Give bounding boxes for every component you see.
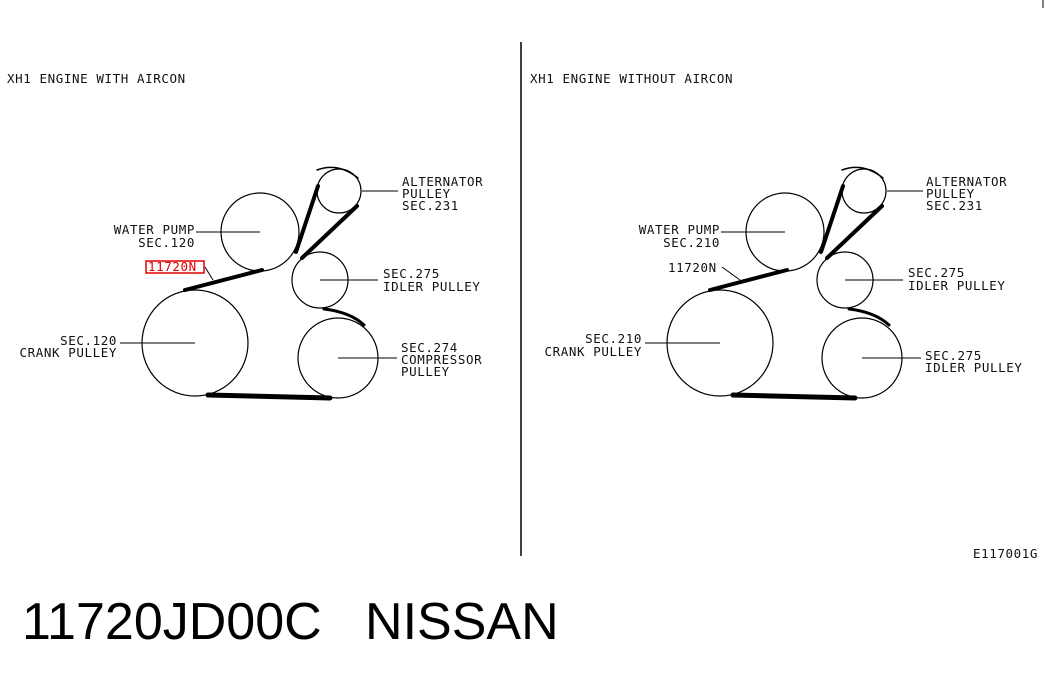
- left-compressor-label-1: SEC.274: [401, 340, 458, 355]
- right-lower-idler-label-2: IDLER PULLEY: [925, 360, 1023, 375]
- right-belt-code-label: 11720N: [668, 260, 717, 275]
- left-compressor-label-3: PULLEY: [401, 364, 450, 379]
- left-crank-label-1: SEC.120: [60, 333, 117, 348]
- part-number-label: 11720JD00C NISSAN: [22, 593, 559, 651]
- right-water-pump-label-2: SEC.210: [663, 235, 720, 250]
- right-upper-idler-label-2: IDLER PULLEY: [908, 278, 1006, 293]
- left-alternator-label-1: ALTERNATOR: [402, 174, 483, 189]
- right-upper-idler-label-1: SEC.275: [908, 265, 965, 280]
- right-drive-belt: [708, 166, 891, 401]
- left-title: XH1 ENGINE WITH AIRCON: [7, 71, 186, 86]
- left-alternator-label-3: SEC.231: [402, 198, 459, 213]
- left-belt-code-highlight: [145, 260, 205, 274]
- right-crank-label-2: CRANK PULLEY: [544, 344, 642, 359]
- left-alternator-label-2: PULLEY: [402, 186, 451, 201]
- right-alternator-label-3: SEC.231: [926, 198, 983, 213]
- right-alternator-label-1: ALTERNATOR: [926, 174, 1007, 189]
- left-water-pump-label-2: SEC.120: [138, 235, 195, 250]
- left-idler-label-2: IDLER PULLEY: [383, 279, 481, 294]
- left-leader-lines: [120, 190, 398, 359]
- left-idler-label-1: SEC.275: [383, 266, 440, 281]
- left-water-pump-label-1: WATER PUMP: [114, 222, 195, 237]
- left-drive-belt: [183, 166, 366, 401]
- left-compressor-label-2: COMPRESSOR: [401, 352, 482, 367]
- right-alternator-label-2: PULLEY: [926, 186, 975, 201]
- right-panel: XH1 ENGINE WITHOUT AIRCON ALTERNATOR PU: [530, 71, 1023, 401]
- right-title: XH1 ENGINE WITHOUT AIRCON: [530, 71, 733, 86]
- right-lower-idler-label-1: SEC.275: [925, 348, 982, 363]
- right-leader-lines: [645, 190, 923, 359]
- left-crank-label-2: CRANK PULLEY: [19, 345, 117, 360]
- right-crank-label-1: SEC.210: [585, 331, 642, 346]
- right-water-pump-label-1: WATER PUMP: [639, 222, 720, 237]
- figure-code: E117001G: [973, 546, 1038, 561]
- left-panel: XH1 ENGINE WITH AIRCON ALTERNATOR PULLE: [7, 71, 483, 401]
- left-belt-code-label: 11720N: [148, 259, 197, 274]
